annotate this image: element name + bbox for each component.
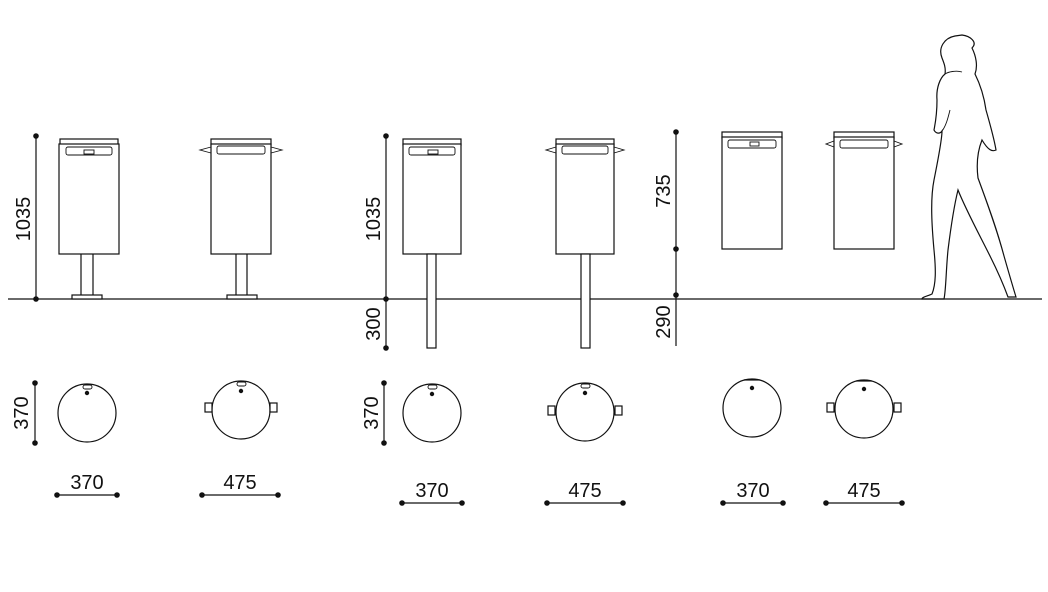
dimension-label: 475	[847, 480, 880, 502]
bin-ground-post-370-front	[402, 138, 462, 349]
dimension-width-2: 475	[199, 472, 281, 498]
dimension-label: 475	[568, 480, 601, 502]
dimension-height-wall: 735 290	[653, 129, 679, 346]
dimension-label: 300	[363, 307, 385, 340]
bin-wall-370-front	[721, 131, 783, 250]
dimension-label: 370	[361, 396, 383, 429]
dimension-width-3: 370	[399, 480, 465, 506]
dimension-label: 370	[736, 480, 769, 502]
dimension-label: 1035	[363, 197, 385, 242]
dimension-height-2: 1035 300	[363, 133, 389, 351]
bin-top-view-5	[722, 378, 782, 438]
dimension-label: 370	[11, 396, 33, 429]
dimension-width-6: 475	[823, 480, 905, 506]
dimension-label: 370	[70, 472, 103, 494]
dimension-label: 370	[415, 480, 448, 502]
dimension-width-1: 370	[54, 472, 120, 498]
bin-top-view-4	[547, 382, 623, 442]
dimension-depth-1: 370	[11, 380, 38, 446]
dimension-height-1: 1035	[13, 133, 39, 302]
dimension-label: 290	[653, 305, 675, 338]
human-figure	[921, 34, 1017, 300]
bin-top-view-2	[204, 380, 278, 440]
bin-floor-stand-370-front	[58, 138, 120, 300]
bin-top-view-3	[402, 383, 462, 443]
dimension-label: 475	[223, 472, 256, 494]
dimension-label: 1035	[13, 197, 35, 242]
dimension-label: 735	[653, 174, 675, 207]
bin-wall-475-front	[824, 131, 904, 250]
dimension-width-4: 475	[544, 480, 626, 506]
bin-floor-stand-475-front	[198, 138, 284, 300]
dimension-width-5: 370	[720, 480, 786, 506]
bin-top-view-1	[57, 383, 117, 443]
dimension-depth-2: 370	[361, 380, 387, 446]
bin-ground-post-475-front	[544, 138, 626, 349]
bin-top-view-6	[826, 379, 902, 439]
